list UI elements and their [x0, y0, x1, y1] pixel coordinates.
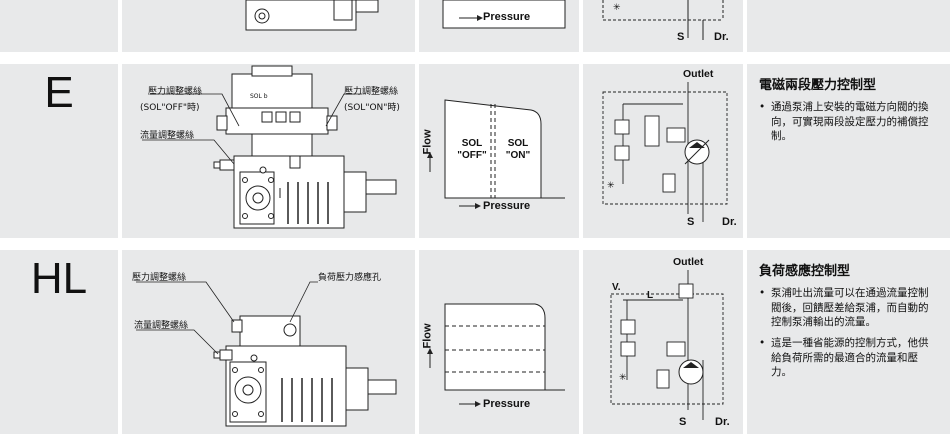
- bullet-dot: •: [759, 101, 766, 113]
- circuit-l-hl: L: [647, 290, 654, 301]
- title-hl: 負荷感應控制型: [759, 264, 851, 279]
- title-e: 電磁兩段壓力控制型: [759, 78, 877, 93]
- bullet-dot: •: [759, 337, 766, 349]
- label-pressure-screw-hl: 壓力調整螺絲: [132, 273, 187, 283]
- circuit-s-hl: S: [679, 416, 687, 428]
- top-desc-cell: [747, 0, 950, 52]
- bullet-hl-0: • 泵浦吐出流量可以在通過流量控制閥後，回饋壓差給泵浦，而自動的控制泵浦輸出的流…: [759, 286, 935, 330]
- bullet-hl-1: • 這是一種省能源的控制方式，他供給負荷所需的最適合的流量和壓力。: [759, 336, 935, 380]
- graph-e: SOL "OFF" SOL "ON" Pressure Flow: [419, 64, 579, 238]
- label-flow-screw-hl: 流量調整螺絲: [134, 321, 189, 331]
- pump-drawing-e: SOL b 壓力調整螺絲 (SOL"OFF"時) 壓力調整螺絲 (SOL"ON"…: [122, 64, 415, 238]
- graph-xlabel-hl: Pressure: [483, 398, 531, 410]
- hydraulic-circuit-hl: ✳: [610, 270, 724, 420]
- top-code-cell: [0, 0, 118, 52]
- circuit-outlet-hl: Outlet: [673, 256, 704, 268]
- bullet-text: 泵浦吐出流量可以在通過流量控制閥後，回饋壓差給泵浦，而自動的控制泵浦輸出的流量。: [771, 287, 929, 328]
- label-sol-off: (SOL"OFF"時): [140, 103, 200, 113]
- pump-illustration-hl: [136, 281, 397, 427]
- top-partial-row: Pressure ✳ S Dr.: [0, 0, 950, 52]
- top-graph-xlabel: Pressure: [483, 11, 531, 23]
- label-load-sensing-port: 負荷壓力感應孔: [318, 273, 382, 283]
- circuit-e: ✳ Outlet S Dr.: [583, 64, 743, 238]
- model-code-e: E: [44, 68, 74, 117]
- graph-hl: Pressure Flow: [419, 250, 579, 434]
- row-e: E: [0, 64, 950, 238]
- flow-pressure-graph-hl: [427, 303, 565, 407]
- top-pump-drawing: [122, 0, 415, 52]
- circuit-dr-e: Dr.: [722, 216, 737, 228]
- bullet-text: 通過泵浦上安裝的電磁方向閥的換向，可實現兩段設定壓力的補償控制。: [771, 101, 929, 142]
- desc-cell-e: 電磁兩段壓力控制型 • 通過泵浦上安裝的電磁方向閥的換向，可實現兩段設定壓力的補…: [747, 64, 950, 238]
- circuit-s-e: S: [687, 216, 695, 228]
- top-circuit: ✳ S Dr.: [583, 0, 743, 52]
- flow-pressure-graph-e: [427, 99, 565, 209]
- circuit-dr-hl: Dr.: [715, 416, 730, 428]
- circuit-v-hl: V.: [612, 282, 621, 293]
- svg-text:✳: ✳: [619, 373, 627, 383]
- label-pressure-screw-off: 壓力調整螺絲: [148, 87, 203, 97]
- top-circuit-s: S: [677, 31, 685, 43]
- circuit-outlet-e: Outlet: [683, 68, 714, 80]
- code-cell-hl: HL: [0, 250, 118, 434]
- bullet-dot: •: [759, 287, 766, 299]
- top-graph: Pressure: [419, 0, 579, 52]
- svg-text:✳: ✳: [613, 3, 621, 13]
- svg-text:SOL b: SOL b: [250, 93, 268, 100]
- svg-text:✳: ✳: [607, 181, 615, 191]
- desc-cell-hl: 負荷感應控制型 • 泵浦吐出流量可以在通過流量控制閥後，回饋壓差給泵浦，而自動的…: [747, 250, 950, 434]
- graph-ylabel-e: Flow: [421, 129, 434, 155]
- row-hl: HL: [0, 250, 950, 434]
- label-pressure-screw-on: 壓力調整螺絲: [344, 87, 399, 97]
- label-flow-screw: 流量調整螺絲: [140, 131, 195, 141]
- graph-region-sol-on: SOL "ON": [505, 138, 531, 161]
- pump-illustration-e: SOL b: [142, 65, 397, 229]
- code-cell-e: E: [0, 64, 118, 238]
- bullet-e-0: • 通過泵浦上安裝的電磁方向閥的換向，可實現兩段設定壓力的補償控制。: [759, 100, 935, 144]
- circuit-hl: ✳ Outlet V. L S Dr.: [583, 250, 743, 434]
- label-sol-on: (SOL"ON"時): [344, 103, 400, 113]
- model-code-hl: HL: [30, 254, 88, 303]
- graph-xlabel-e: Pressure: [483, 200, 531, 212]
- top-circuit-dr: Dr.: [714, 31, 729, 43]
- graph-ylabel-hl: Flow: [421, 323, 434, 349]
- bullet-text: 這是一種省能源的控制方式，他供給負荷所需的最適合的流量和壓力。: [771, 337, 929, 378]
- graph-region-sol-off: SOL "OFF": [457, 138, 487, 161]
- hydraulic-circuit-e: ✳: [602, 82, 728, 222]
- pump-drawing-hl: 壓力調整螺絲 負荷壓力感應孔 流量調整螺絲: [122, 250, 415, 434]
